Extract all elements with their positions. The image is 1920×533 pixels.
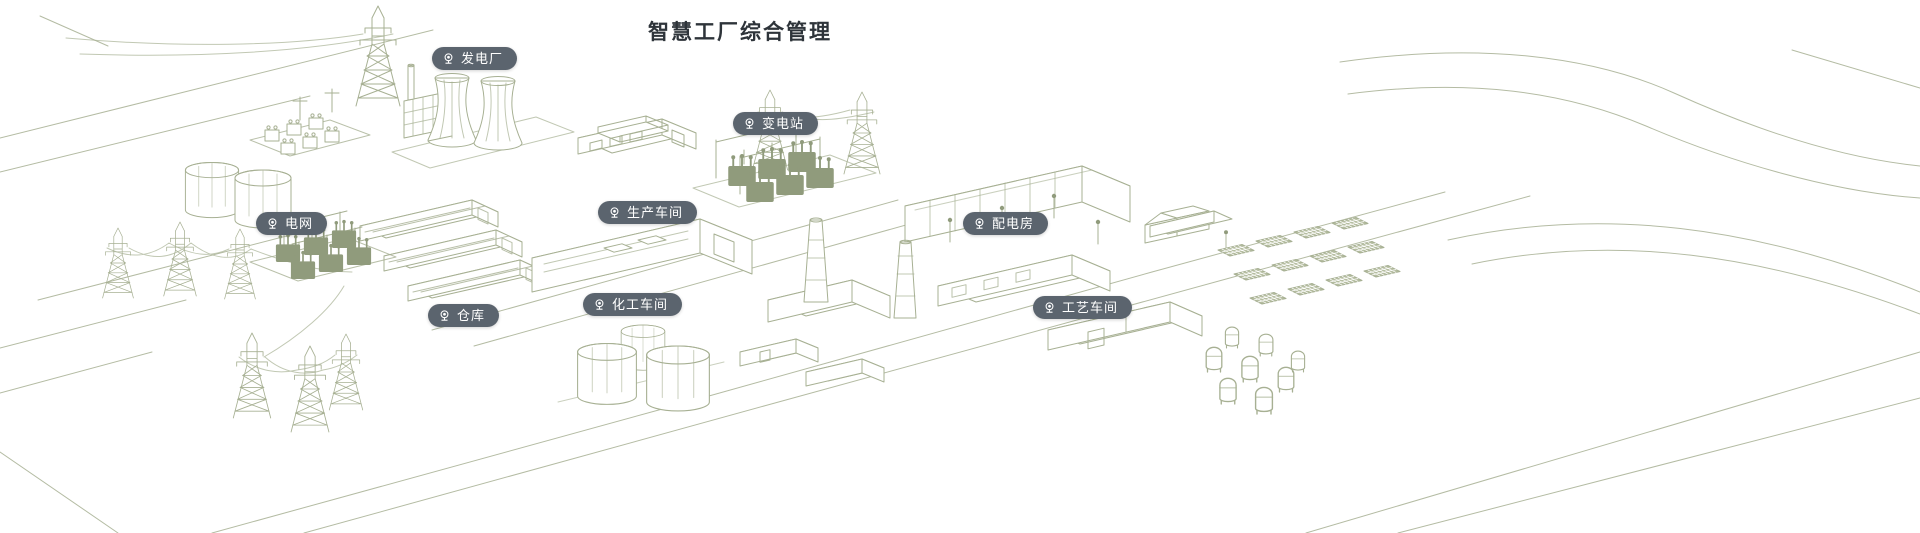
sawtooth-factory (577, 115, 697, 155)
substation-yard (692, 89, 881, 208)
poi-label-text: 工艺车间 (1062, 300, 1119, 315)
poi-label-power-grid[interactable]: 电网 (256, 212, 328, 235)
production-hall (531, 218, 753, 293)
poi-label-text: 配电房 (992, 216, 1035, 231)
poi-label-warehouse[interactable]: 仓库 (428, 304, 500, 327)
camera-icon (438, 309, 451, 322)
poi-label-production-workshop[interactable]: 生产车间 (598, 201, 698, 224)
power-plant-buildings (391, 63, 575, 169)
poi-label-substation[interactable]: 变电站 (733, 112, 819, 135)
capacitor-bank (249, 88, 371, 157)
poi-label-text: 化工车间 (612, 297, 669, 312)
poi-label-chemical-workshop[interactable]: 化工车间 (583, 293, 683, 316)
poi-label-text: 变电站 (762, 116, 805, 131)
camera-icon (1043, 301, 1056, 314)
poi-label-process-workshop[interactable]: 工艺车间 (1033, 296, 1133, 319)
poi-label-text: 发电厂 (461, 51, 504, 66)
poi-label-distribution-room[interactable]: 配电房 (963, 212, 1049, 235)
warehouse-sheds (359, 199, 547, 302)
camera-icon (593, 298, 606, 311)
bottom-transmission-towers (232, 285, 364, 433)
camera-icon (608, 206, 621, 219)
poi-label-text: 电网 (285, 216, 314, 231)
chimney-block (767, 217, 917, 323)
poi-label-power-plant[interactable]: 发电厂 (432, 47, 518, 70)
chemical-tank-farm (557, 324, 725, 412)
tall-transmission-tower (65, 5, 401, 107)
poi-label-text: 生产车间 (627, 205, 684, 220)
camera-icon (973, 217, 986, 230)
poi-label-text: 仓库 (457, 308, 486, 323)
page-title: 智慧工厂综合管理 (648, 21, 832, 44)
small-service-buildings (739, 338, 885, 387)
right-hall-and-house (904, 165, 1210, 245)
camera-icon (442, 52, 455, 65)
camera-icon (266, 217, 279, 230)
camera-icon (743, 117, 756, 130)
